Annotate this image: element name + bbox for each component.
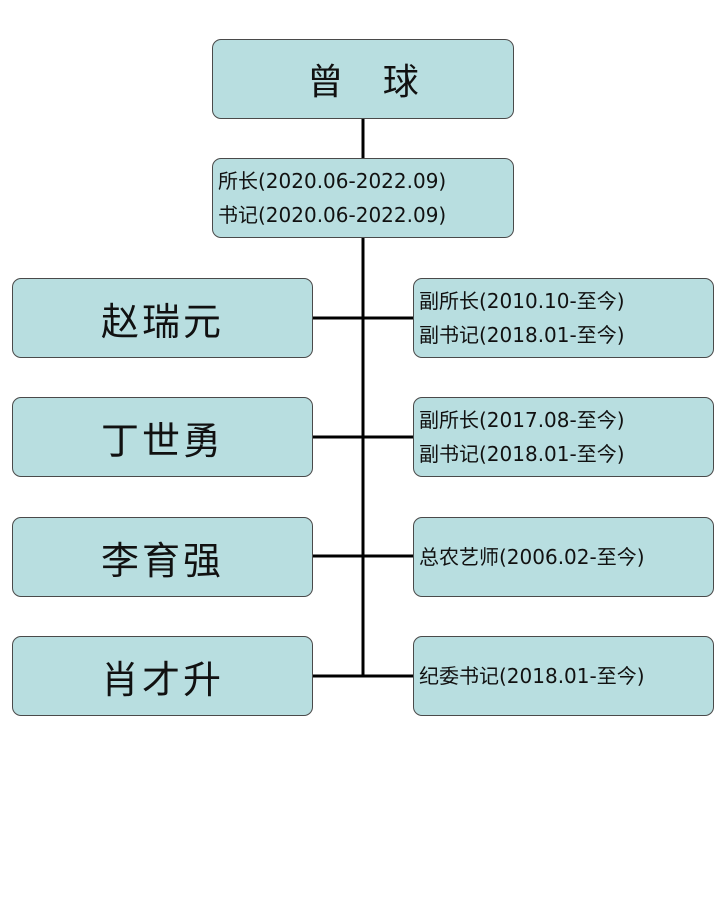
leader-role-1: 所长(2020.06-2022.09)	[218, 169, 447, 193]
member-name-box-2: 丁世勇	[12, 397, 313, 477]
member-1-role-1: 副所长(2010.10-至今)	[419, 289, 625, 313]
member-name-box-3: 李育强	[12, 517, 313, 597]
member-name-3: 李育强	[100, 538, 224, 583]
member-role-box-4: 纪委书记(2018.01-至今)	[413, 636, 714, 716]
member-3-role-1: 总农艺师(2006.02-至今)	[419, 545, 645, 569]
leader-name: 曾 球	[307, 62, 433, 103]
member-role-box-1: 副所长(2010.10-至今) 副书记(2018.01-至今)	[413, 278, 714, 358]
member-role-box-2: 副所长(2017.08-至今) 副书记(2018.01-至今)	[413, 397, 714, 477]
leader-name-box: 曾 球	[212, 39, 514, 119]
member-name-box-1: 赵瑞元	[12, 278, 313, 358]
member-name-box-4: 肖才升	[12, 636, 313, 716]
member-name-2: 丁世勇	[100, 418, 224, 463]
member-name-1: 赵瑞元	[100, 299, 224, 344]
leader-role-box: 所长(2020.06-2022.09) 书记(2020.06-2022.09)	[212, 158, 514, 238]
member-4-role-1: 纪委书记(2018.01-至今)	[419, 664, 645, 688]
leader-role-2: 书记(2020.06-2022.09)	[218, 203, 447, 227]
member-name-4: 肖才升	[100, 657, 224, 702]
member-2-role-1: 副所长(2017.08-至今)	[419, 408, 625, 432]
member-role-box-3: 总农艺师(2006.02-至今)	[413, 517, 714, 597]
member-2-role-2: 副书记(2018.01-至今)	[419, 442, 625, 466]
member-1-role-2: 副书记(2018.01-至今)	[419, 323, 625, 347]
